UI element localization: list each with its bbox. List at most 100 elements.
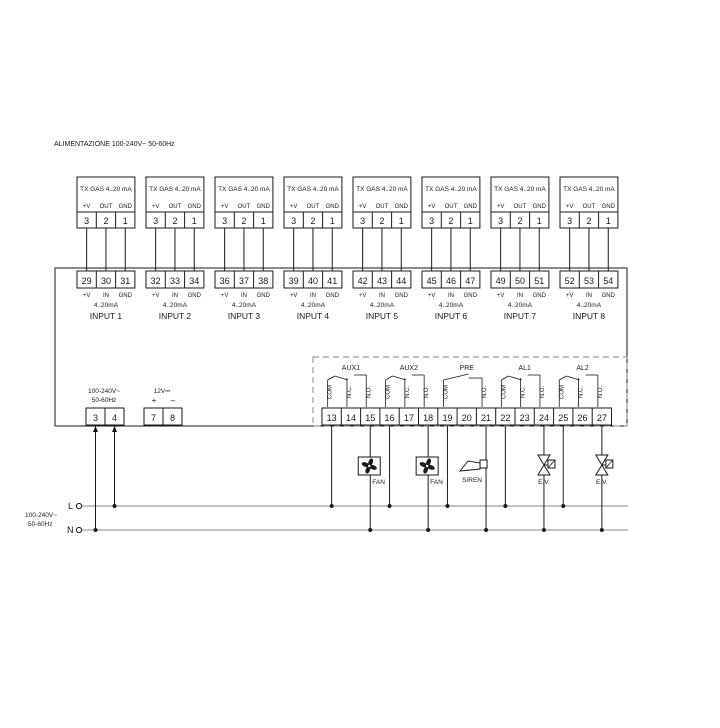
input-pin-name: +V	[152, 293, 160, 299]
solenoid-valve-icon: E.V.	[537, 426, 556, 530]
input-range: 4..20mA	[508, 302, 533, 309]
input-terminal-number: 30	[101, 276, 111, 286]
relay-terminal-number: 26	[578, 413, 588, 423]
relay-terminal-number: 13	[327, 413, 337, 423]
input-terminal-number: 44	[396, 276, 406, 286]
input-terminal-number: 33	[170, 276, 180, 286]
tx-pin-name: GND	[257, 204, 271, 210]
relay-group-name: AL1	[518, 365, 531, 372]
relay-contact-label: N.C.	[347, 386, 353, 398]
load-name: E.V.	[596, 479, 608, 486]
junction-dot	[387, 504, 392, 508]
input-terminal-number: 49	[496, 276, 506, 286]
tx-pin-name: OUT	[445, 204, 458, 210]
input-pin-name: +V	[566, 293, 574, 299]
fan-blade	[369, 464, 377, 470]
input-name: INPUT 7	[504, 311, 537, 321]
relay-terminal-number: 22	[500, 413, 510, 423]
neutral-conductor-label: N	[67, 525, 74, 535]
tx-pin-number: 1	[537, 216, 542, 226]
relay-blade	[443, 373, 469, 381]
tx-pin-number: 2	[241, 216, 246, 226]
relay-terminal-number: 15	[365, 413, 375, 423]
relay-terminal-number: 27	[597, 413, 607, 423]
relay-contact-label: COM	[328, 385, 334, 399]
relay-contact-label: N.O.	[540, 386, 546, 399]
input-range: 4..20mA	[301, 302, 326, 309]
junction-dot	[445, 504, 450, 508]
relay-contact-label: COM	[501, 385, 507, 399]
fan-blade	[365, 465, 371, 474]
junction-dot	[112, 504, 117, 508]
load-name: E.V.	[538, 479, 550, 486]
tx-pin-number: 1	[606, 216, 611, 226]
fan-icon: FAN	[357, 426, 385, 530]
tx-pin-name: OUT	[376, 204, 389, 210]
tx-pin-number: 2	[103, 216, 108, 226]
tx-pin-number: 2	[517, 216, 522, 226]
solenoid-valve-icon: E.V.	[594, 426, 614, 530]
input-name: INPUT 4	[297, 311, 330, 321]
relay-terminal-strip	[321, 407, 612, 426]
relay-group-name: AL2	[576, 365, 589, 372]
input-terminal-strip	[76, 270, 136, 289]
input-terminal-number: 29	[82, 276, 92, 286]
input-pin-name: +V	[428, 293, 436, 299]
mains-label-top: 100-240V~	[25, 512, 57, 519]
input-pin-name: IN	[241, 293, 247, 299]
tx-pin-name: +V	[428, 204, 436, 210]
input-terminal-number: 47	[465, 276, 475, 286]
input-terminal-number: 41	[327, 276, 337, 286]
load-name: FAN	[372, 479, 385, 486]
relay-blade	[327, 375, 335, 381]
input-terminal-number: 52	[565, 276, 575, 286]
tx-pin-number: 3	[360, 216, 365, 226]
neutral-terminal-dot	[75, 526, 83, 534]
tx-pin-number: 3	[153, 216, 158, 226]
relay-contact-label: N.O.	[366, 386, 372, 399]
relay-terminal-number: 23	[520, 413, 530, 423]
relay-blade	[385, 375, 393, 381]
relay-terminal-number: 14	[346, 413, 356, 423]
tx-pin-number: 2	[310, 216, 315, 226]
valve-coil-mark	[547, 459, 556, 469]
tx-pin-name: +V	[497, 204, 505, 210]
power-label-bottom: 50-60Hz	[92, 397, 117, 404]
relay-terminal-number: 18	[423, 413, 433, 423]
relay-section-border	[312, 356, 628, 427]
input-terminal-number: 37	[239, 276, 249, 286]
input-range: 4..20mA	[232, 302, 257, 309]
tx-pin-number: 2	[448, 216, 453, 226]
relay-contact-label: N.C.	[521, 386, 527, 398]
input-terminal-strip	[421, 270, 481, 289]
line-terminal-dot	[75, 502, 83, 510]
tx-pin-number: 3	[84, 216, 89, 226]
input-pin-name: GND	[119, 293, 133, 299]
tx-label: TX GAS 4..20 mA	[80, 186, 132, 193]
fan-blade	[361, 462, 370, 468]
tx-pin-name: +V	[221, 204, 229, 210]
input-name: INPUT 5	[366, 311, 399, 321]
tx-pin-name: OUT	[238, 204, 251, 210]
relay-contact-label: COM	[386, 385, 392, 399]
tx-label: TX GAS 4..20 mA	[563, 186, 615, 193]
input-terminal-strip	[214, 270, 274, 289]
tx-pin-number: 3	[222, 216, 227, 226]
dc-plus-sign: +	[152, 396, 157, 405]
input-name: INPUT 1	[90, 311, 123, 321]
input-pin-name: +V	[497, 293, 505, 299]
tx-pin-name: +V	[359, 204, 367, 210]
tx-box	[352, 176, 412, 229]
relay-contact-label: COM	[443, 385, 449, 399]
arrow-head	[112, 426, 117, 432]
input-terminal-strip	[490, 270, 550, 289]
relay-blade	[392, 375, 406, 381]
tx-pin-number: 1	[261, 216, 266, 226]
tx-pin-name: OUT	[307, 204, 320, 210]
relay-terminal-number: 16	[385, 413, 395, 423]
input-terminal-number: 39	[289, 276, 299, 286]
relay-group-name: PRE	[460, 365, 475, 372]
tx-pin-name: +V	[566, 204, 574, 210]
